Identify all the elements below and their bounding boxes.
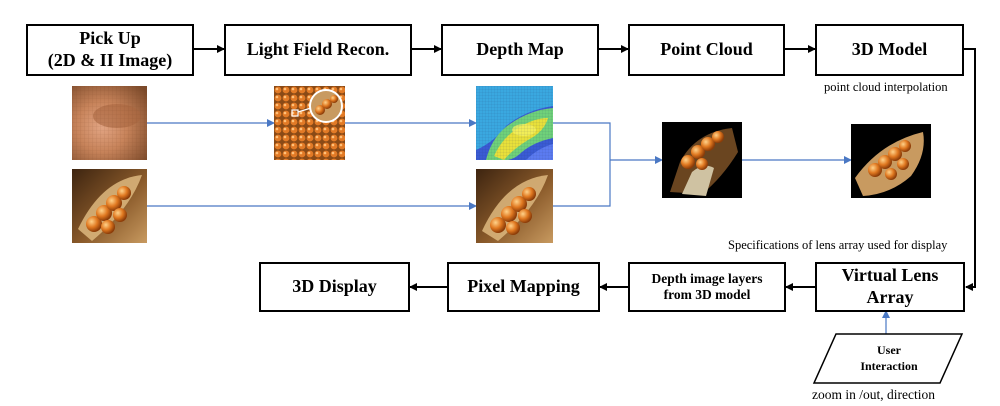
2d-image-thumbnail [72, 169, 147, 243]
user-interaction-shape [812, 333, 964, 384]
depth-layers-line2: from 3D model [663, 287, 751, 302]
pixel-mapping-label: Pixel Mapping [467, 276, 580, 297]
3d-model-label: 3D Model [851, 39, 928, 60]
light-field-box: Light Field Recon. [224, 24, 412, 76]
3d-model-box: 3D Model [815, 24, 964, 76]
3d-display-label: 3D Display [292, 276, 377, 297]
depth-map-thumbnail [476, 86, 553, 160]
pickup-box: Pick Up (2D & II Image) [26, 24, 194, 76]
pixel-mapping-box: Pixel Mapping [447, 262, 600, 312]
point-cloud-label: Point Cloud [660, 39, 753, 60]
depth-map-box: Depth Map [441, 24, 599, 76]
virtual-lens-line1: Virtual Lens [841, 265, 939, 286]
user-interaction-line2: Interaction [860, 359, 918, 374]
depth-layers-line1: Depth image layers [651, 270, 763, 286]
blue-line-depth-merge [553, 122, 611, 207]
interpolation-note: point cloud interpolation [824, 80, 948, 94]
pickup-label-line2: (2D & II Image) [47, 50, 173, 70]
arrow-3dmodel-to-virtuallens [964, 48, 976, 291]
user-interaction-label: User Interaction [834, 342, 944, 374]
virtual-lens-line2: Array [866, 287, 914, 307]
depth-map-label: Depth Map [476, 39, 564, 60]
light-field-thumbnail [274, 86, 345, 160]
3d-model-thumbnail [851, 124, 931, 198]
3d-display-box: 3D Display [259, 262, 410, 312]
depth-source-thumbnail [476, 169, 553, 243]
ii-image-thumbnail [72, 86, 147, 160]
virtual-lens-box: Virtual Lens Array [815, 262, 965, 312]
light-field-label: Light Field Recon. [246, 39, 390, 60]
lens-spec-note: Specifications of lens array used for di… [728, 238, 948, 252]
point-cloud-box: Point Cloud [628, 24, 785, 76]
pickup-label-line1: Pick Up [79, 28, 141, 49]
point-cloud-thumbnail [662, 122, 742, 198]
zoom-note: zoom in /out, direction [812, 387, 935, 402]
user-interaction-line1: User [877, 343, 901, 357]
depth-layers-box: Depth image layers from 3D model [628, 262, 786, 312]
